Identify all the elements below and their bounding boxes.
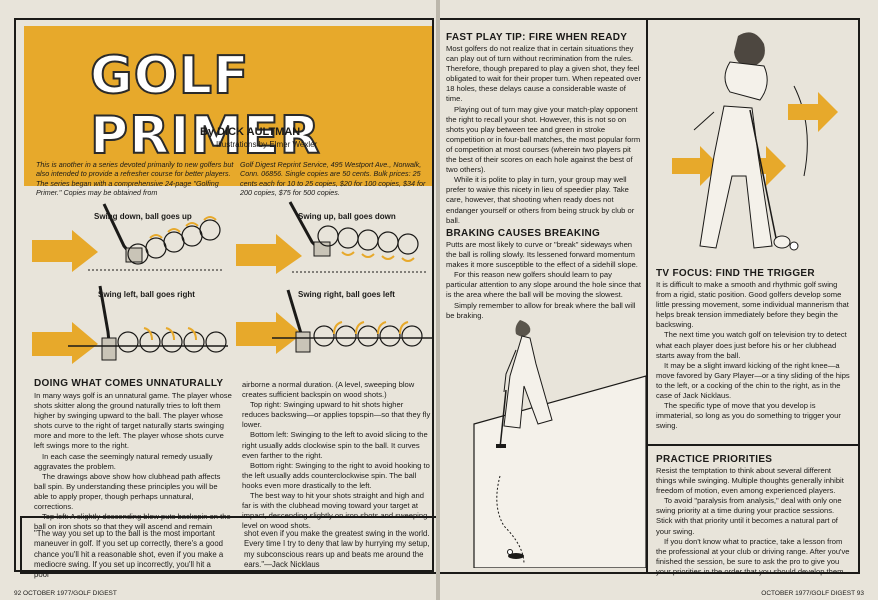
intro-left: This is another in a series devoted prim… — [36, 160, 234, 198]
fast-play-para: Playing out of turn may give your match-… — [446, 104, 641, 175]
quote-left: "The way you set up to the ball is the m… — [34, 529, 224, 580]
braking-para: Putts are most likely to curve or "break… — [446, 240, 638, 270]
doing-para: airborne a normal duration. (A level, sw… — [242, 380, 415, 400]
caption-swing-up: Swing up, ball goes down — [298, 212, 396, 221]
heading-doing-what-comes-unnaturally: DOING WHAT COMES UNNATURALLY — [34, 378, 224, 389]
title-banner: GOLF PRIMER By DICK AULTMAN Illustration… — [24, 26, 432, 197]
left-frame — [14, 18, 434, 572]
fast-play-para: While it is polite to play in turn, your… — [446, 175, 635, 225]
tv-focus-para: The specific type of move that you devel… — [656, 401, 841, 431]
tv-focus-para: The next time you watch golf on televisi… — [656, 330, 847, 360]
doing-column-1: In many ways golf is an unnatural game. … — [34, 391, 232, 532]
practice-text: Resist the temptation to think about sev… — [656, 466, 852, 577]
caption-swing-down: Swing down, ball goes up — [94, 212, 192, 221]
braking-para: For this reason new golfers should learn… — [446, 270, 642, 300]
doing-column-2: airborne a normal duration. (A level, sw… — [242, 380, 432, 531]
practice-para: Resist the temptation to think about sev… — [656, 466, 844, 496]
quote-right: shot even if you make the greatest swing… — [244, 529, 430, 570]
heading-fast-play-tip: FAST PLAY TIP: FIRE WHEN READY — [446, 32, 628, 43]
tv-focus-para: It may be a slight inward kicking of the… — [656, 360, 850, 401]
byline: By DICK AULTMAN — [200, 126, 301, 138]
heading-braking-causes-breaking: BRAKING CAUSES BREAKING — [446, 228, 601, 239]
doing-para: In many ways golf is an unnatural game. … — [34, 391, 232, 451]
fast-play-para: Most golfers do not realize that in cert… — [446, 44, 642, 104]
practice-para: If you don't know what to practice, take… — [656, 536, 850, 576]
doing-para: Bottom right: Swinging to the right to a… — [242, 460, 430, 490]
practice-para: To avoid "paralysis from analysis," deal… — [656, 496, 842, 536]
gutter — [436, 0, 440, 600]
tv-focus-text: It is difficult to make a smooth and rhy… — [656, 280, 852, 431]
diagram-swing-left — [32, 285, 228, 364]
page-title: GOLF PRIMER — [89, 45, 321, 167]
diagram-swing-right — [236, 289, 432, 354]
illustration-credit: Illustrations by Elmer Wexler — [216, 140, 318, 149]
braking-para: Simply remember to allow for break where… — [446, 300, 636, 320]
caption-swing-right: Swing right, ball goes left — [298, 290, 395, 299]
doing-para: In each case the seemingly natural remed… — [34, 451, 213, 471]
trigger-illustration — [672, 32, 838, 251]
heading-tv-focus: TV FOCUS: FIND THE TRIGGER — [656, 268, 815, 279]
folio-left: 92 OCTOBER 1977/GOLF DIGEST — [14, 590, 117, 597]
tv-focus-para: It is difficult to make a smooth and rhy… — [656, 280, 849, 330]
doing-para: Top right: Swinging upward to hit shots … — [242, 400, 431, 430]
diagram-swing-down — [32, 203, 224, 272]
quote-box-left — [20, 516, 438, 574]
left-page: GOLF PRIMER By DICK AULTMAN Illustration… — [0, 0, 438, 600]
doing-para: Bottom left: Swinging to the left to avo… — [242, 430, 428, 460]
doing-para: The best way to hit your shots straight … — [242, 491, 428, 531]
braking-text: Putts are most likely to curve or "break… — [446, 240, 642, 321]
caption-swing-left: Swing left, ball goes right — [98, 290, 195, 299]
putting-illustration — [473, 320, 646, 568]
fast-play-text: Most golfers do not realize that in cert… — [446, 44, 642, 226]
doing-para: The drawings above show how clubhead pat… — [34, 471, 221, 512]
folio-right: OCTOBER 1977/GOLF DIGEST 93 — [761, 590, 864, 597]
right-frame-bottom — [646, 444, 860, 574]
right-page: FAST PLAY TIP: FIRE WHEN READY Most golf… — [440, 0, 878, 600]
intro-right: Golf Digest Reprint Service, 495 Westpor… — [240, 160, 426, 198]
heading-practice-priorities: PRACTICE PRIORITIES — [656, 454, 773, 465]
diagram-swing-up — [236, 201, 428, 274]
